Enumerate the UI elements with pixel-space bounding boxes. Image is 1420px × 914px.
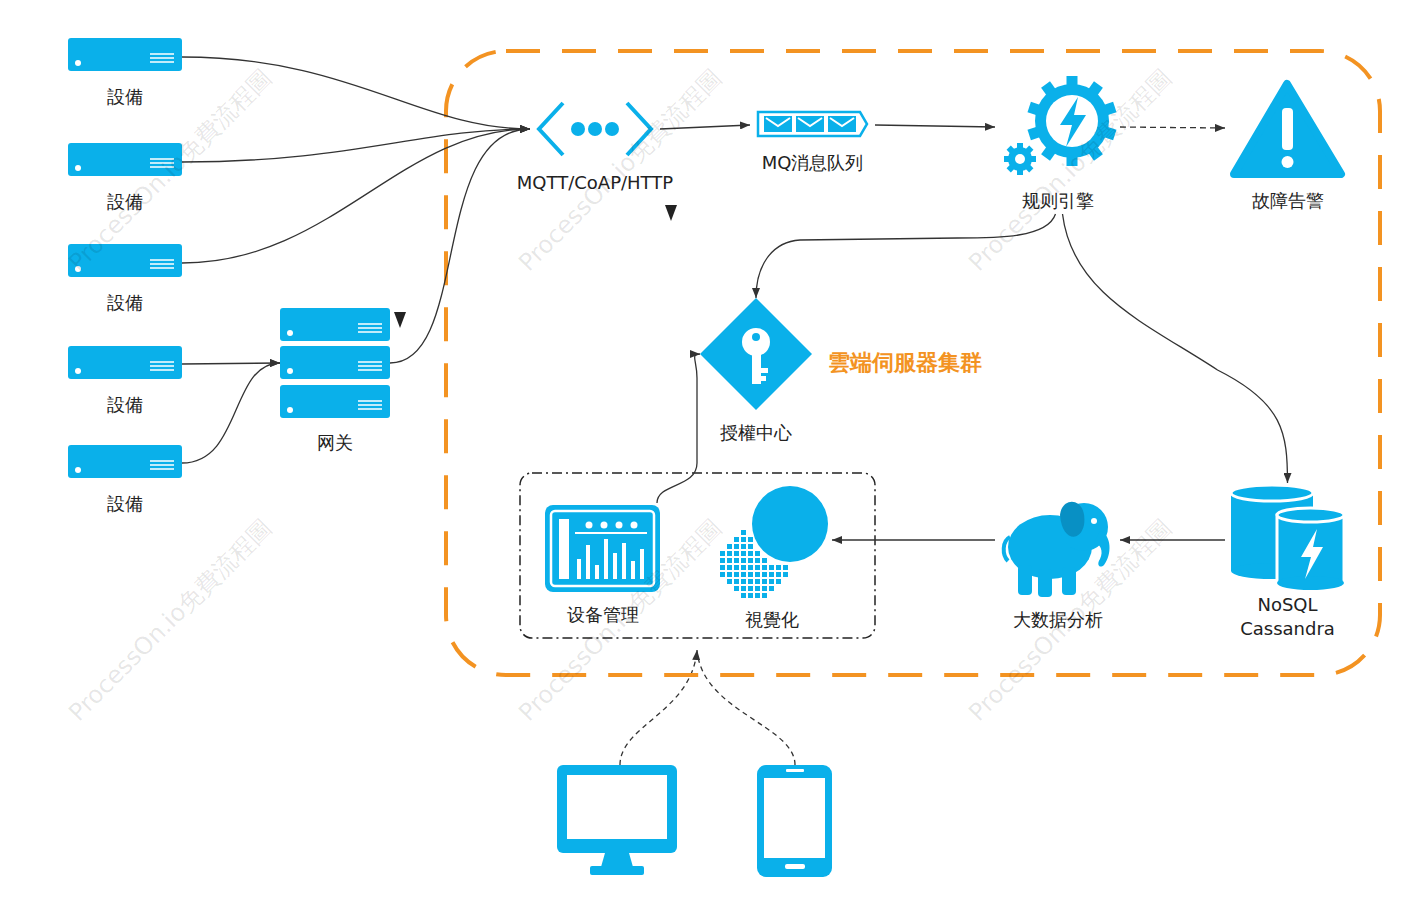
node-label: 視覺化 [745,609,799,631]
server-icon [68,143,182,178]
device-node: 設備 [68,346,182,418]
connector [1120,539,1225,540]
cluster-heading: 雲端伺服器集群 [828,350,982,376]
elephant-icon [1000,485,1115,598]
server-icon [68,346,182,381]
device-node: 設備 [68,244,182,316]
cylinders-icon [1229,485,1346,592]
node-label: 設備 [107,292,143,314]
device-node: 設備 [68,445,182,517]
connector [657,354,700,503]
diamond-icon [700,298,812,410]
server-icon [68,38,182,73]
mqtt-icon [535,100,655,158]
node-label: 設備 [107,191,143,213]
gateway-icon [280,308,390,418]
connector [182,363,280,364]
server-icon [68,445,182,480]
dashboard-icon [545,505,660,592]
connector [1063,214,1288,483]
desktop-icon [557,765,677,875]
marker-triangle [665,205,677,221]
node-label: 設備 [107,394,143,416]
alarm-node: 故障告警 [1225,75,1350,215]
node-label: 大数据分析 [1013,609,1103,631]
node-label: MQTT/CoAP/HTTP [517,172,673,194]
protocol-node: MQTT/CoAP/HTTP [530,100,660,196]
phone-icon [757,765,832,877]
node-label: 设备管理 [567,604,639,626]
connector [756,214,1056,298]
alert-icon [1229,78,1346,178]
database-node: NoSQL Cassandra [1225,483,1350,643]
connector [182,129,530,263]
device-node: 設備 [68,38,182,110]
marker-triangle [394,312,406,328]
connector [182,57,530,129]
client-link [697,650,795,765]
node-label: 設備 [107,86,143,108]
auth-node: 授權中心 [700,298,812,444]
queue-node: MQ消息队列 [750,108,875,178]
device-management-node: 设备管理 [540,503,665,628]
watermark: ProcessOn.io免費流程圖 [62,512,278,728]
connector [1120,127,1225,128]
server-icon [68,244,182,279]
cloud-cluster: 雲端伺服器集群 MQTT/CoAP/HTTP MQ消息队列规则引擎 故障告警授權中心设… [443,48,1383,678]
group-frame [520,473,875,638]
connector [390,129,530,363]
client-link [620,650,697,765]
analytics-node: 大数据分析 [995,482,1120,634]
mq-icon [756,110,869,138]
connector [182,129,530,162]
gear-icon [1000,75,1115,175]
watermark: ProcessOn.io免費流程圖 [512,62,728,278]
visual-icon [716,484,829,598]
node-label: NoSQL Cassandra [1233,593,1343,641]
connector [875,125,995,127]
rule-engine-node: 规则引擎 [995,72,1120,214]
gateway-node: 网关 [280,308,390,456]
node-label: 故障告警 [1252,190,1324,212]
node-label: 授權中心 [720,422,792,444]
node-label: MQ消息队列 [762,152,864,174]
device-node: 設備 [68,143,182,215]
node-label: 网关 [317,432,353,454]
connector [182,363,280,463]
node-label: 规则引擎 [1022,190,1094,212]
node-label: 設備 [107,493,143,515]
connector [660,125,750,129]
visualization-node: 視覺化 [712,482,832,632]
connector [832,539,995,540]
